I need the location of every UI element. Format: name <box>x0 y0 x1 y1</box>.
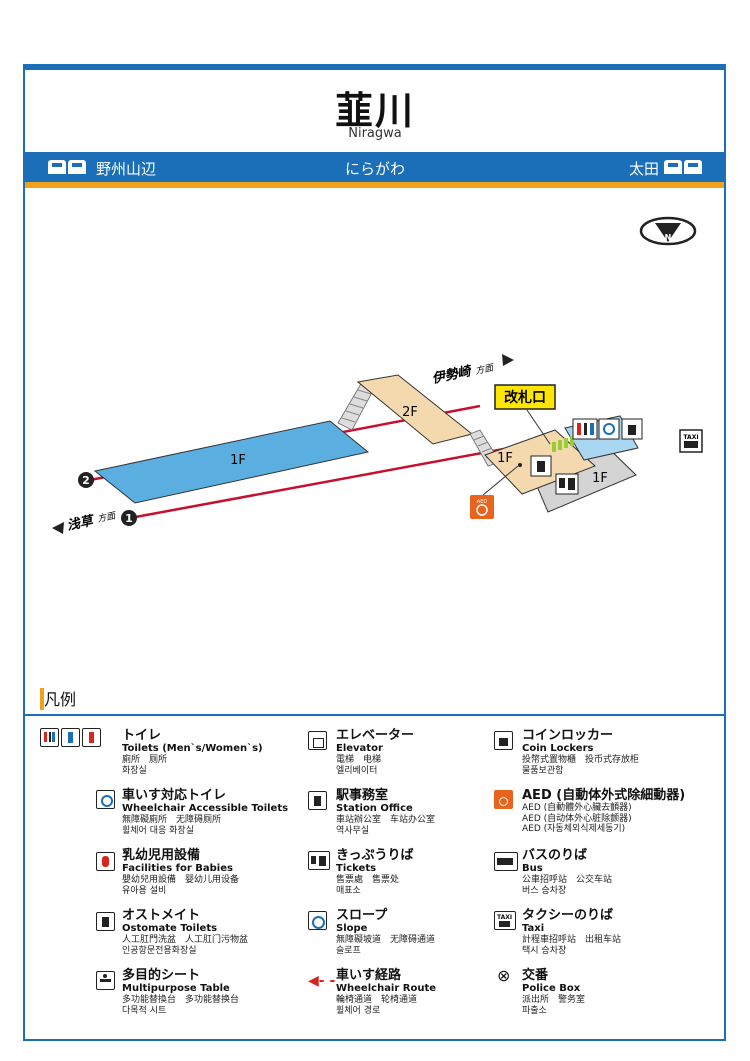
slope-icon <box>308 911 329 930</box>
ticket-gate-label: 改札口 <box>504 389 546 406</box>
legend-ostomate: オストメイト Ostomate Toilets 人工肛門洗盆 人工肛门污物盆 인… <box>122 908 249 956</box>
asakusa-label: 浅草 <box>66 512 98 534</box>
line-band <box>25 152 724 182</box>
elevator-icon <box>308 731 329 750</box>
legend-accent <box>40 688 44 710</box>
legend-wheelchair-toilet: 車いす対応トイレ Wheelchair Accessible Toilets 無… <box>122 788 289 836</box>
station-office-icon <box>530 455 552 477</box>
ostomate-icon <box>621 418 643 440</box>
legend-bus: バスのりば Bus 公車招呼站 公交车站 버스 승차장 <box>522 848 613 896</box>
legend-tickets: きっぷうりば Tickets 售票處 售票处 매표소 <box>336 848 414 896</box>
legend-babies: 乳幼児用設備 Facilities for Babies 嬰幼兒用設備 婴幼儿用… <box>122 848 240 896</box>
station-hiragana: にらがわ <box>344 160 405 178</box>
legend-title: 凡例 <box>44 690 77 709</box>
platform-1f <box>93 420 370 504</box>
station-office-legend-icon <box>308 791 329 810</box>
concourse-floor-label: 1F <box>497 451 513 466</box>
ticket-machine-icon <box>555 473 579 495</box>
building-floor-label: 1F <box>592 471 608 486</box>
police-box-icon: ⊗ <box>497 966 511 985</box>
legend-toilet: トイレ Toilets (Men`s/Women`s) 廁所 厕所 화장실 <box>122 728 263 776</box>
taxi-map-label: TAXI <box>683 434 698 441</box>
legend-station-office: 駅事務室 Station Office 車站辦公室 车站办公室 역사무실 <box>336 788 436 836</box>
platform-1-label: 1 <box>125 512 133 525</box>
station-name: 韮川 <box>334 89 415 133</box>
platform-2-label: 2 <box>82 474 90 487</box>
direction-asakusa: 浅草 方面 <box>52 510 118 534</box>
multipurpose-table-icon <box>96 971 117 990</box>
legend-divider <box>25 714 724 716</box>
legend-icon-toilet <box>40 728 103 747</box>
track-1 <box>129 444 521 520</box>
legend-elevator: エレベーター Elevator 電梯 电梯 엘리베이터 <box>336 728 415 776</box>
bus-icon <box>494 852 520 871</box>
wheelchair-icon <box>96 790 117 809</box>
compass-icon: N <box>639 216 697 246</box>
asakusa-suffix: 方面 <box>96 510 118 525</box>
legend-aed: AED (自動体外式除細動器) AED (自動體外心臟去顫器) AED (自动体… <box>522 788 686 834</box>
baby-icon <box>96 852 117 871</box>
east-station: 太田 <box>629 160 660 178</box>
taxi-icon: TAXI <box>679 429 703 453</box>
bridge-floor-label: 2F <box>402 405 418 420</box>
station-map: N 1F 2F 1F 1F 改札口 <box>52 216 703 534</box>
aed-map-label: AED <box>477 499 488 505</box>
toilet-icon <box>572 418 598 440</box>
tickets-icon <box>308 851 332 870</box>
legend-taxi: タクシーのりば Taxi 計程車招呼站 出租车站 택시 승차장 <box>522 908 622 956</box>
aed-icon: AED <box>470 495 494 519</box>
map-frame <box>23 64 726 1041</box>
compass-label: N <box>665 233 672 242</box>
platform-number-2: 2 <box>78 472 94 488</box>
wheelchair-toilet-icon <box>598 418 620 440</box>
isesaki-label: 伊勢崎 <box>431 363 474 387</box>
line-band-accent <box>25 182 724 188</box>
train-icon-west <box>48 160 86 174</box>
taxi-legend-icon: TAXI <box>494 911 518 930</box>
train-icon-east <box>664 160 702 174</box>
ostomate-legend-icon <box>96 912 117 931</box>
station-romaji: Niragwa <box>348 126 402 141</box>
locker-icon <box>494 731 515 750</box>
legend-wheelchair-route: 車いす経路 Wheelchair Route 輪椅通道 轮椅通道 휠체어 경로 <box>336 968 437 1016</box>
legend-police-box: 交番 Police Box 派出所 警务室 파출소 <box>522 968 586 1016</box>
legend-slope: スロープ Slope 無障礙坡道 无障碍通道 슬로프 <box>336 908 436 956</box>
legend-coin-lockers: コインロッカー Coin Lockers 投幣式置物櫃 投币式存放柜 물품보관함 <box>522 728 640 776</box>
direction-isesaki: 伊勢崎 方面 <box>431 354 514 387</box>
platform-number-1: 1 <box>121 510 137 526</box>
west-station: 野州山辺 <box>96 160 157 178</box>
ticket-gate-callout: 改札口 <box>494 384 556 410</box>
wheelchair-route-icon: ◀- - <box>308 973 336 989</box>
aed-legend-icon <box>494 790 515 809</box>
ticket-gate-marker <box>552 436 574 452</box>
isesaki-suffix: 方面 <box>474 362 496 377</box>
legend-multipurpose: 多目的シート Multipurpose Table 多功能替換台 多功能替换台 … <box>122 968 240 1016</box>
platform-floor-label: 1F <box>230 453 246 468</box>
